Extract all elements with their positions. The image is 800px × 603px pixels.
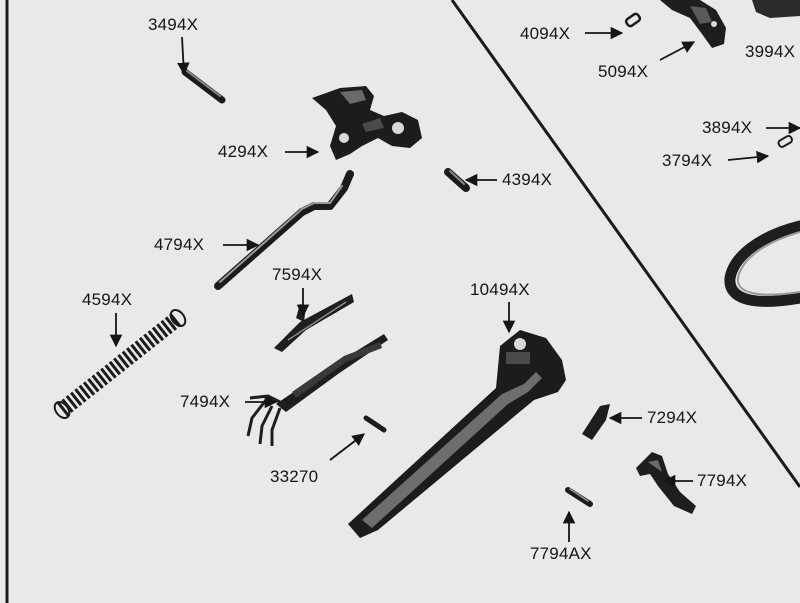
part-label-7794: 7794X [697, 471, 748, 490]
part-label-10494: 10494X [470, 280, 530, 299]
part-label-4294: 4294X [218, 142, 269, 161]
part-label-3794: 3794X [662, 151, 713, 170]
arrow-3494 [177, 36, 190, 76]
part-label-7594: 7594X [272, 265, 323, 284]
part-label-4594: 4594X [82, 290, 133, 309]
leader-arrows [109, 26, 800, 542]
part-3794-pin [777, 135, 793, 148]
part-label-3994: 3994X [745, 42, 796, 61]
part-4394-pin [444, 168, 470, 192]
part-label-3494: 3494X [148, 15, 199, 34]
arrow-5094 [659, 41, 696, 61]
arrow-33270 [329, 433, 366, 461]
part-7494-fork [246, 334, 388, 446]
arrow-3794 [727, 150, 770, 164]
part-4594-spring [53, 309, 187, 419]
part-label-7494: 7494X [180, 392, 231, 411]
part-7794a-pin [565, 487, 593, 507]
part-7594-bar [274, 294, 354, 352]
part-3994-assembly [660, 0, 800, 48]
part-4794-rod [214, 170, 354, 290]
part-33270-pin [363, 415, 387, 433]
part-label-33270: 33270 [270, 467, 319, 486]
part-label-7294: 7294X [647, 408, 698, 427]
part-7294-lever [582, 404, 610, 440]
part-label-5094: 5094X [598, 62, 649, 81]
section-divider-line [450, 0, 800, 488]
part-4294-hammer [312, 86, 422, 160]
part-3494-pin [181, 68, 226, 104]
part-10494-frame [348, 330, 566, 538]
part-label-4794: 4794X [154, 235, 205, 254]
part-4094-pin [624, 12, 642, 28]
part-7794-hook [636, 452, 696, 514]
part-label-4394: 4394X [502, 170, 553, 189]
part-trigger-guard-loop [724, 220, 800, 307]
part-label-7794a: 7794AX [530, 544, 592, 563]
part-label-4094: 4094X [520, 24, 571, 43]
part-label-3894: 3894X [702, 118, 753, 137]
